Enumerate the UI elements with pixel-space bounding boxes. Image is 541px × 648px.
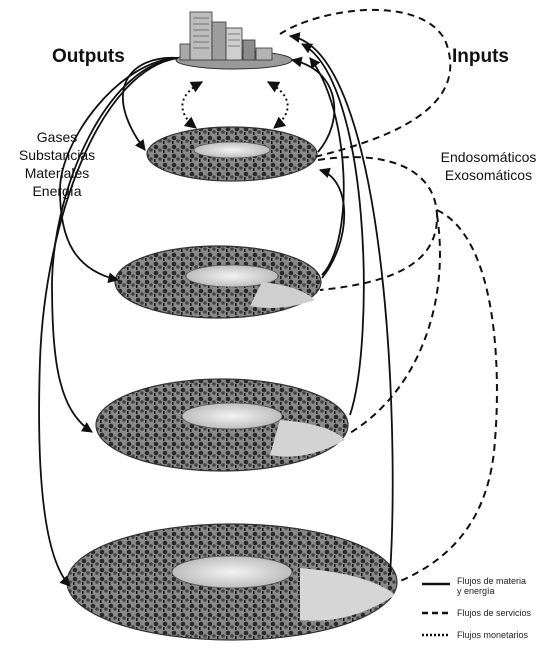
input-types-list: Endosomáticos Exosomáticos — [436, 148, 541, 184]
ecosystem-ring-3 — [95, 378, 349, 472]
ecosystem-ring-4 — [66, 523, 398, 641]
output-type-energia: Energía — [32, 183, 82, 199]
output-types-list: Gases Substancias Materiales Energía — [2, 128, 112, 200]
ecosystem-ring-2 — [114, 245, 322, 319]
monetary-flows — [181, 81, 289, 129]
output-type-substancias: Substancias — [18, 147, 96, 163]
service-flows — [279, 8, 498, 583]
legend-dashed-label: Flujos de servicios — [457, 608, 532, 618]
output-flows — [38, 57, 179, 587]
legend-solid-label-line2: y energía — [457, 586, 495, 596]
legend-solid-label-line1: Flujos de materia — [457, 576, 527, 586]
output-type-materiales: Materiales — [24, 165, 90, 181]
legend-solid-label: Flujos de materia y energía — [457, 576, 526, 596]
legend-dotted-label: Flujos monetarios — [457, 630, 529, 640]
city-platform — [175, 11, 293, 70]
legend-lines — [422, 582, 450, 637]
input-flows-solid — [288, 32, 394, 576]
input-type-endosomaticos: Endosomáticos — [440, 149, 537, 165]
outputs-heading: Outputs — [52, 46, 125, 67]
inputs-heading: Inputs — [452, 46, 509, 67]
ecosystem-ring-1 — [146, 126, 318, 182]
output-type-gases: Gases — [36, 129, 78, 145]
input-type-exosomaticos: Exosomáticos — [444, 167, 533, 183]
